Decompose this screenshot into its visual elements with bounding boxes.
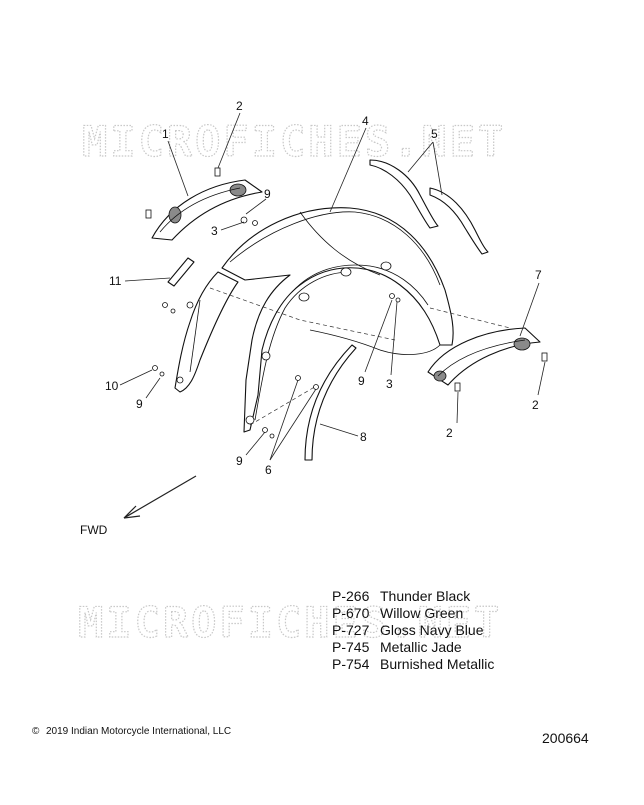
rear-fender [174,207,454,433]
hardware [145,167,548,439]
callout-8: 8 [360,430,367,444]
callout-2: 2 [446,426,453,440]
part-7-trim-cover [427,327,541,386]
callout-11: 11 [109,274,122,288]
part-1-trim-cover [151,179,263,241]
copyright-text: 2019 Indian Motorcycle International, LL… [46,726,231,737]
callout-7: 7 [535,268,542,282]
callout-9: 9 [136,397,143,411]
forward-direction-arrow: FWD [80,475,197,537]
callout-10: 10 [105,379,119,393]
callout-2: 2 [236,99,243,113]
part-8-strip [304,344,357,461]
paint-code: P-754 [332,656,370,672]
copyright-symbol: © [32,726,40,737]
callout-9: 9 [358,374,365,388]
part-5-trim-strips [369,159,489,255]
fwd-label: FWD [80,523,108,537]
paint-name: Thunder Black [380,588,471,604]
part-11-pad [167,257,195,287]
callout-2: 2 [532,398,539,412]
paint-code: P-727 [332,622,370,638]
callout-9: 9 [236,454,243,468]
paint-name: Gloss Navy Blue [380,622,484,638]
paint-code: P-745 [332,639,370,655]
paint-code: P-670 [332,605,370,621]
callout-4: 4 [362,114,369,128]
paint-code-list: P-266 Thunder Black P-670 Willow Green P… [332,588,494,672]
document-number: 200664 [542,730,589,746]
paint-code: P-266 [332,588,370,604]
paint-name: Willow Green [380,605,463,621]
callout-3: 3 [386,377,393,391]
callout-3: 3 [211,224,218,238]
callout-9: 9 [264,187,271,201]
watermark-top: MICROFICHES.NET [82,117,506,166]
paint-name: Burnished Metallic [380,656,494,672]
callout-6: 6 [265,463,272,477]
callout-1: 1 [162,127,169,141]
leader-lines [119,112,546,461]
paint-name: Metallic Jade [380,639,462,655]
watermark-bottom: MICROFICHES.NET [78,598,502,647]
callout-5: 5 [431,127,438,141]
